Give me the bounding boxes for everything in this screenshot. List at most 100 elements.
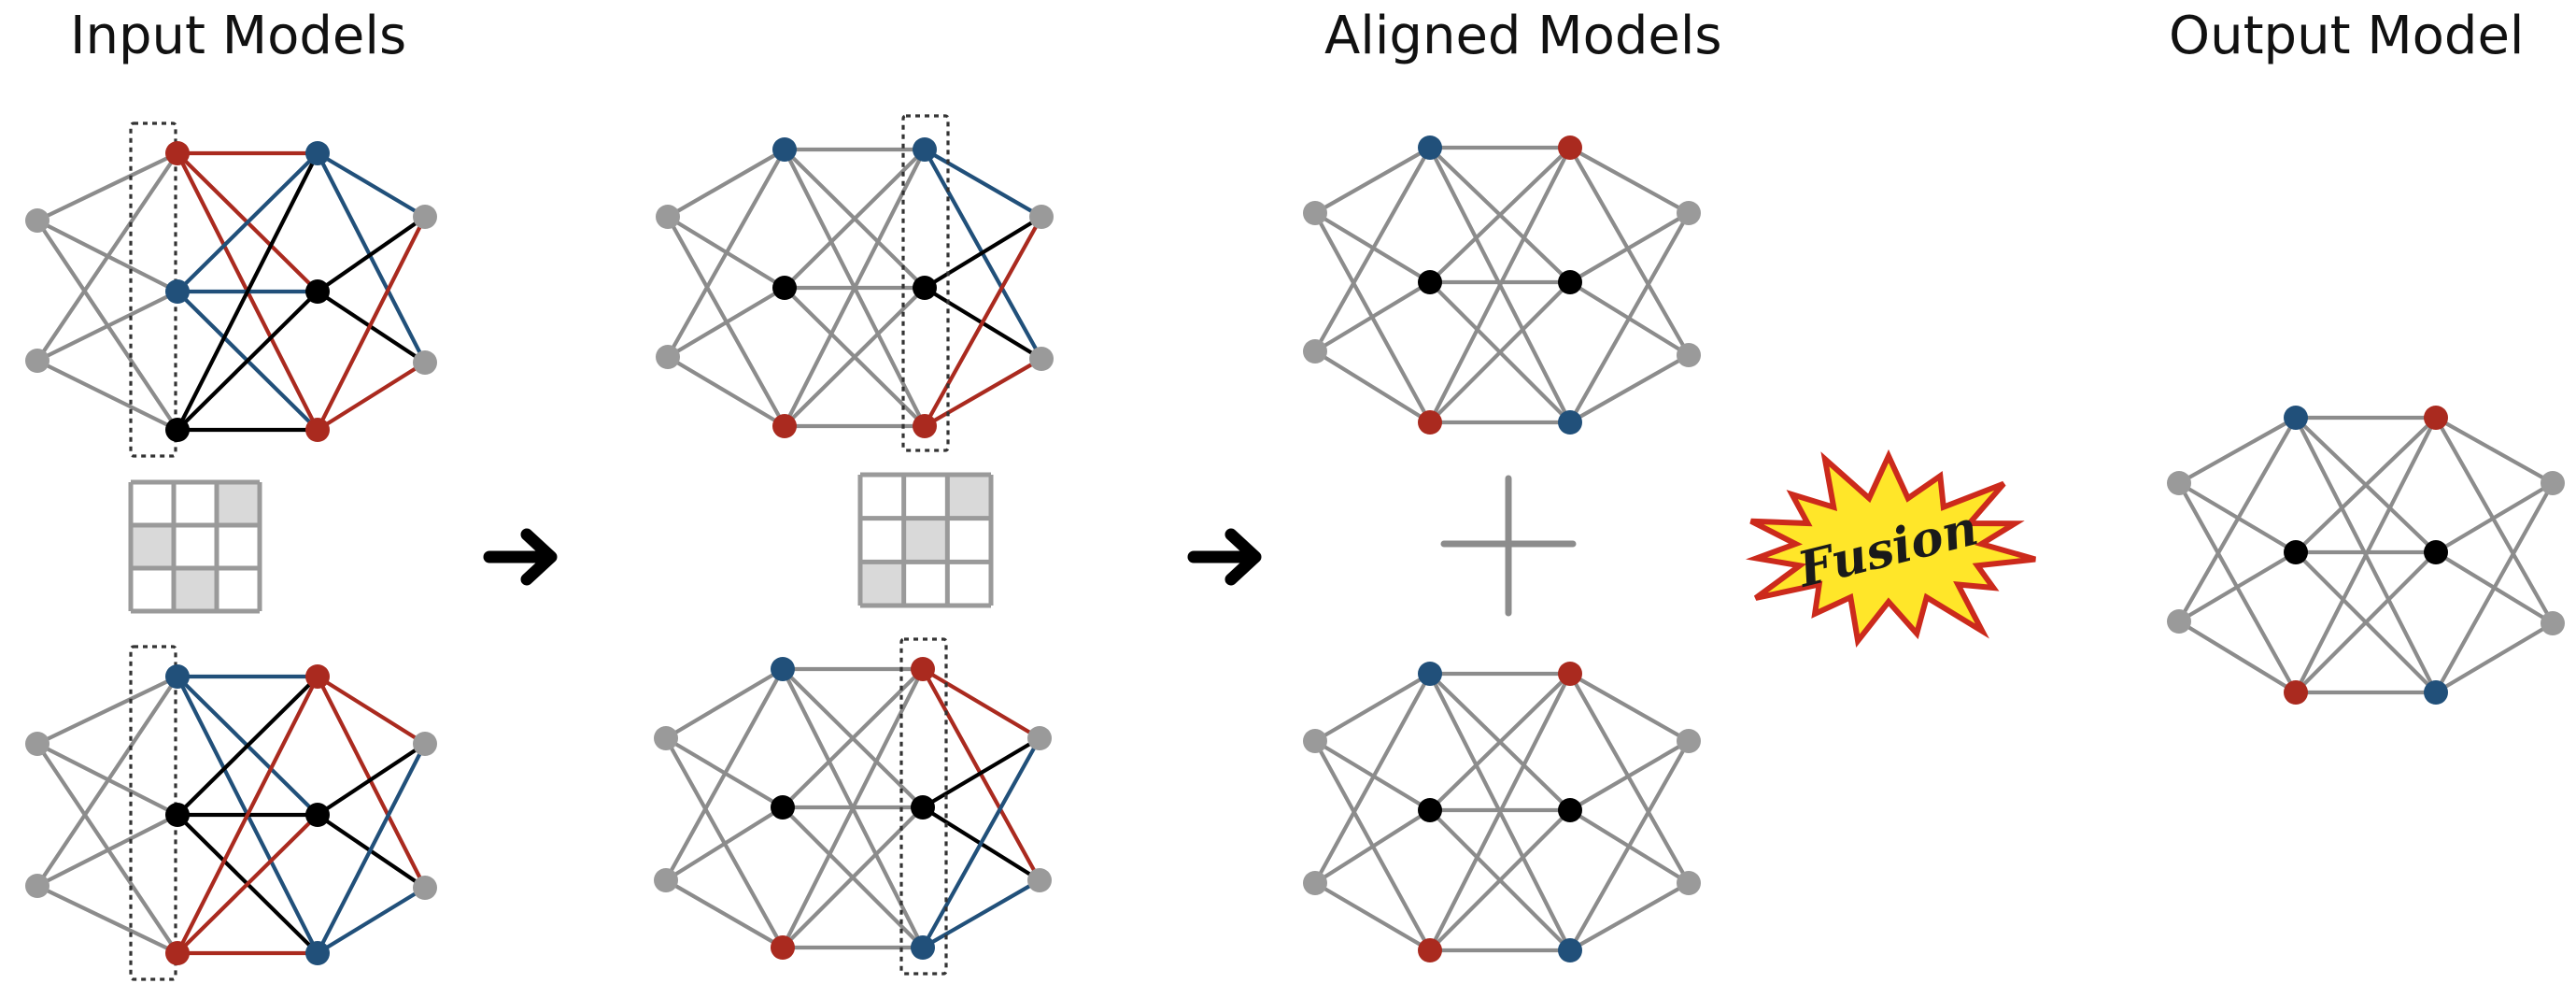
network-edge (1567, 210, 1691, 285)
network-edge (1312, 671, 1433, 744)
network-edge (780, 666, 926, 950)
network-edge (922, 214, 1044, 429)
network-edge (2433, 620, 2555, 695)
network-edge (2293, 415, 2439, 555)
network-edge (1427, 279, 1573, 425)
matrix-cell-filled (903, 518, 948, 563)
network-node (913, 137, 937, 162)
network-edge (1567, 352, 1691, 425)
network-edge (782, 147, 927, 291)
network-node (165, 664, 190, 689)
network-node (1418, 798, 1442, 822)
fusion-starburst (1745, 449, 2036, 648)
network-node (2541, 611, 2565, 635)
network-node (771, 935, 795, 960)
selection-box (899, 637, 948, 976)
network-edge (1312, 145, 1433, 354)
network-node (1027, 726, 1052, 750)
network-edge (665, 285, 787, 360)
matrix-cell-filled (947, 475, 991, 519)
network-node (305, 141, 330, 165)
aligned-model-top (1303, 135, 1701, 435)
network-node (1418, 135, 1442, 160)
network-node (305, 941, 330, 965)
network-edge (780, 805, 926, 950)
output-model (2167, 406, 2565, 705)
network-edge (663, 877, 786, 950)
network-edge (663, 805, 786, 883)
network-node (1303, 729, 1327, 753)
network-edge (35, 289, 180, 364)
network-node (654, 726, 678, 750)
network-node (165, 941, 190, 965)
network-edge (1567, 671, 1691, 886)
network-edge (1312, 671, 1433, 886)
network-node (1303, 339, 1327, 364)
network-node (772, 137, 797, 162)
network-node (25, 349, 50, 373)
network-edge (2176, 415, 2299, 486)
network-edge (35, 150, 180, 223)
network-node (1558, 270, 1582, 294)
network-node (913, 414, 937, 438)
network-node (772, 276, 797, 300)
network-edge (175, 150, 320, 294)
network-node (25, 732, 50, 756)
network-edge (922, 214, 1044, 291)
network-edge (1312, 807, 1433, 886)
network-edge (1427, 807, 1573, 953)
network-edge (175, 674, 320, 818)
aligned-model-bottom (1303, 662, 1701, 962)
network-edge (2433, 415, 2555, 486)
network-edge (315, 150, 428, 365)
network-node (1303, 201, 1327, 225)
network-edge (663, 666, 786, 883)
network-node (1418, 662, 1442, 686)
network-node (771, 657, 795, 681)
fusion-badge: Fusion (1745, 449, 2036, 648)
network-edge (2433, 415, 2555, 626)
matrix-cell-filled (174, 568, 217, 611)
network-edge (2176, 619, 2299, 695)
arrow-head (520, 528, 558, 586)
network-edge (1427, 671, 1573, 953)
network-node (1418, 410, 1442, 435)
network-edge (175, 289, 320, 433)
network-node (2541, 471, 2565, 495)
network-edge (663, 666, 786, 741)
network-node (1677, 729, 1701, 753)
network-node (1029, 347, 1054, 371)
network-node (305, 418, 330, 442)
matrix-cell-filled (217, 482, 260, 525)
network-node (165, 803, 190, 827)
network-edge (35, 674, 180, 747)
aligned-models-title: Aligned Models (1324, 6, 1722, 66)
network-edge (315, 741, 428, 818)
network-edge (920, 666, 1042, 741)
network-edge (1567, 210, 1691, 425)
network-edge (315, 741, 428, 956)
network-edge (315, 150, 428, 220)
network-node (413, 205, 437, 229)
network-edge (1427, 145, 1573, 425)
network-node (305, 803, 330, 827)
right-arrow-icon (483, 528, 558, 586)
network-node (1677, 343, 1701, 367)
network-node (1027, 868, 1052, 892)
plus-icon (1440, 475, 1577, 617)
network-node (654, 868, 678, 892)
network-edge (920, 877, 1042, 950)
network-edge (922, 356, 1044, 429)
network-node (1558, 662, 1582, 686)
output-model-title: Output Model (2169, 6, 2525, 66)
network-node (413, 876, 437, 900)
network-edge (665, 147, 787, 220)
network-edge (920, 735, 1042, 810)
matrix-cell-filled (131, 525, 174, 568)
network-edge (1567, 880, 1691, 953)
network-node (25, 208, 50, 233)
network-edge (922, 147, 1044, 220)
network-edge (1567, 671, 1691, 744)
permutation-matrix-intermediate (857, 472, 994, 608)
network-node (165, 141, 190, 165)
